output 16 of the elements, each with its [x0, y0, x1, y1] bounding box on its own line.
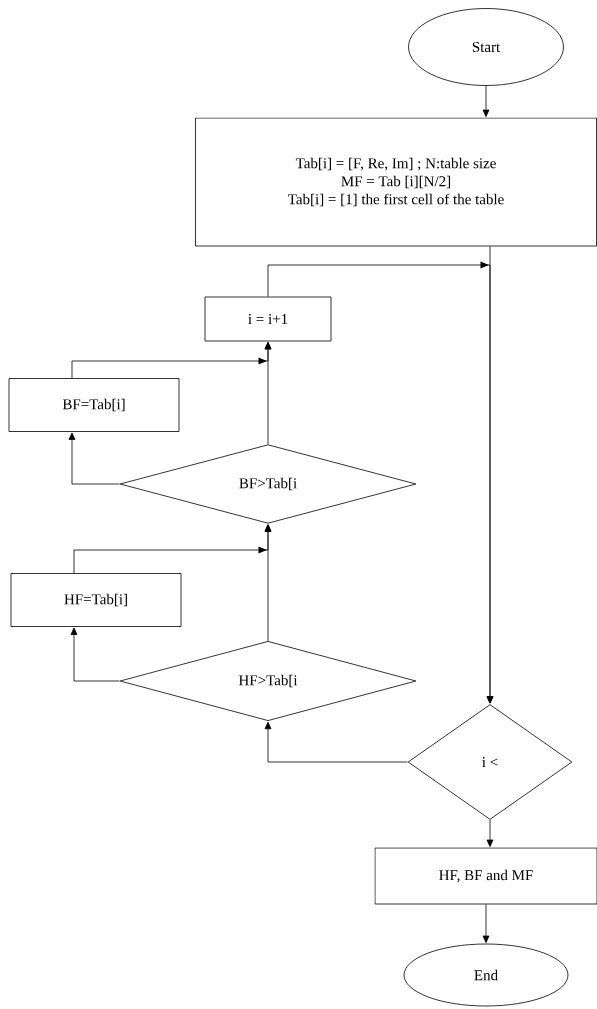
process-box: Tab[i] = [F, Re, Im] ; N:table size MF = Tab [i][N/2] Tab[i] = [1] the first cell of the table [195, 117, 597, 247]
start-oval: Start [408, 8, 564, 86]
end-oval: End [403, 943, 569, 1007]
process-box: BF=Tab[i] [8, 378, 180, 432]
process-box: HF=Tab[i] [10, 573, 182, 627]
arrow [264, 524, 272, 642]
arrow [267, 261, 494, 704]
arrow [70, 627, 120, 682]
process-box: HF, BF and MF [374, 847, 597, 905]
arrow [486, 819, 494, 847]
arrow [264, 721, 408, 763]
arrow [482, 85, 490, 117]
arrow [68, 432, 120, 485]
arrow [264, 342, 272, 445]
process-box: i = i+1 [204, 296, 332, 342]
arrow [482, 904, 490, 943]
